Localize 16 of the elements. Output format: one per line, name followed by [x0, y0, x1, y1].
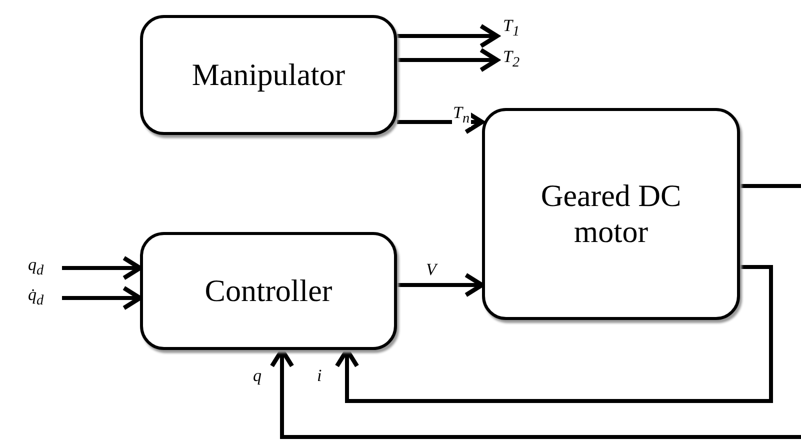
arrow	[397, 24, 500, 48]
block-box	[482, 108, 740, 320]
block-box	[140, 232, 397, 350]
connector-line	[740, 184, 801, 188]
arrow	[334, 265, 773, 403]
arrow	[397, 110, 484, 134]
block-label: Manipulator	[192, 57, 346, 93]
block-label: Geared DC motor	[540, 178, 682, 250]
signal-label: T$_{n}$	[452, 104, 471, 127]
arrow	[62, 286, 142, 310]
arrow	[397, 48, 500, 72]
block-label: Controller	[204, 273, 332, 309]
arrow	[270, 348, 801, 439]
arrow	[397, 272, 484, 298]
arrow	[62, 256, 142, 280]
block-box	[140, 15, 397, 135]
